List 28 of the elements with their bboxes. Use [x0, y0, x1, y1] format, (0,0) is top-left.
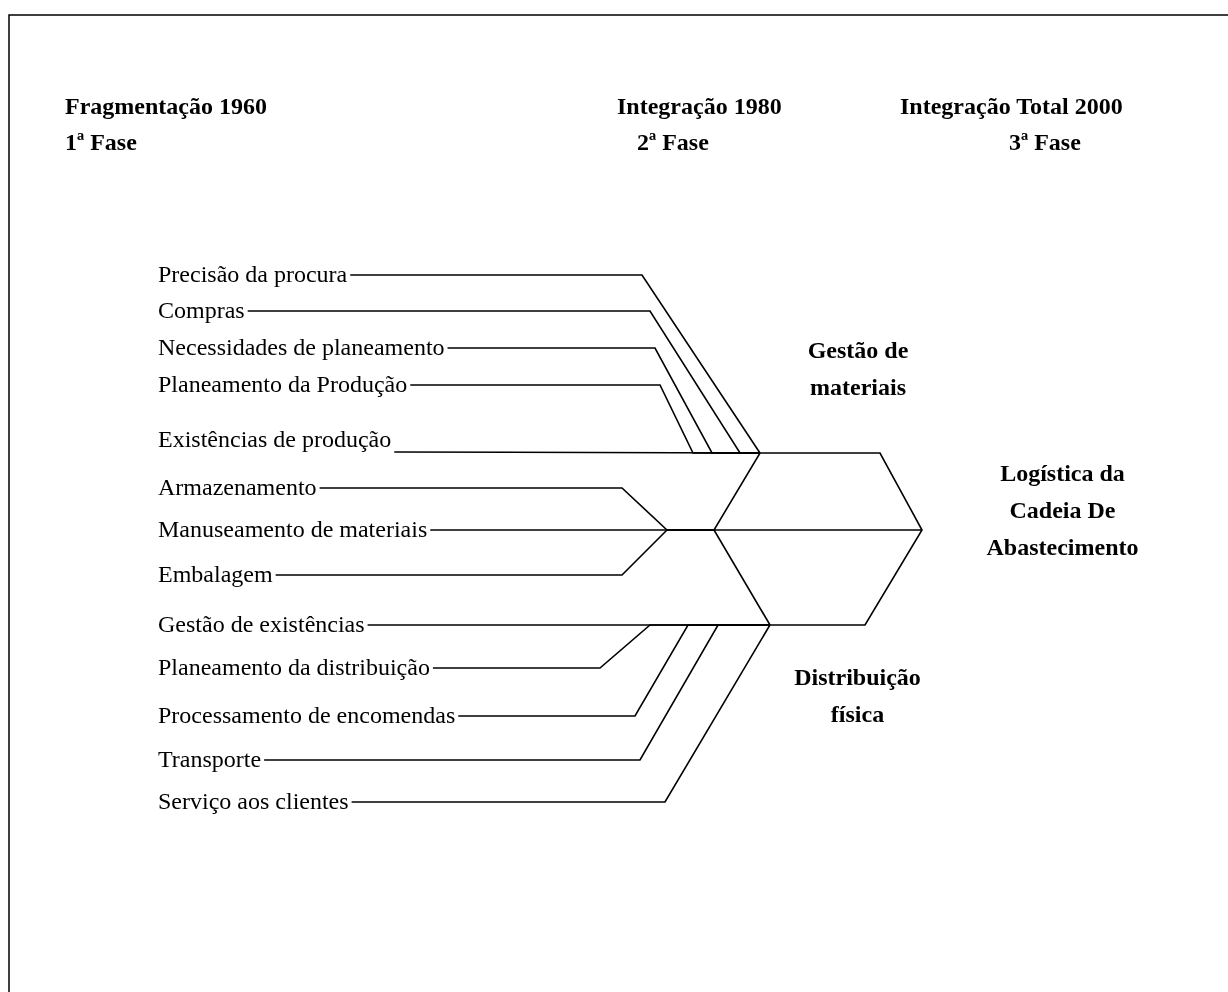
item-label: Processamento de encomendas [158, 701, 456, 729]
item-label: Manuseamento de materiais [158, 515, 428, 543]
phase-heading: 1ª Fase [65, 128, 137, 156]
node-caption: Logística da Cadeia De Abastecimento [985, 459, 1140, 562]
item-label: Armazenamento [158, 473, 317, 501]
item-label: Compras [158, 296, 245, 324]
phase-heading: Integração 1980 [617, 92, 782, 120]
item-label: Serviço aos clientes [158, 787, 349, 815]
hexagon-shape [713, 452, 923, 626]
item-label: Precisão da procura [158, 260, 348, 288]
phase-heading: Integração Total 2000 [900, 92, 1123, 120]
item-label: Existências de produção [158, 425, 392, 453]
leader-line [349, 274, 761, 454]
node-caption: Distribuição física [793, 663, 922, 729]
leader-line [274, 529, 715, 576]
node-caption: Gestão de materiais [806, 336, 910, 402]
item-label: Transporte [158, 745, 262, 773]
leader-line [263, 624, 771, 761]
phase-heading: 3ª Fase [1009, 128, 1081, 156]
leader-line [393, 451, 761, 454]
phase-heading: Fragmentação 1960 [65, 92, 267, 120]
leader-line [350, 624, 771, 803]
item-label: Gestão de existências [158, 610, 365, 638]
item-label: Embalagem [158, 560, 273, 588]
item-label: Necessidades de planeamento [158, 333, 445, 361]
item-label: Planeamento da distribuição [158, 653, 430, 681]
phase-heading: 2ª Fase [637, 128, 709, 156]
item-label: Planeamento da Produção [158, 370, 408, 398]
